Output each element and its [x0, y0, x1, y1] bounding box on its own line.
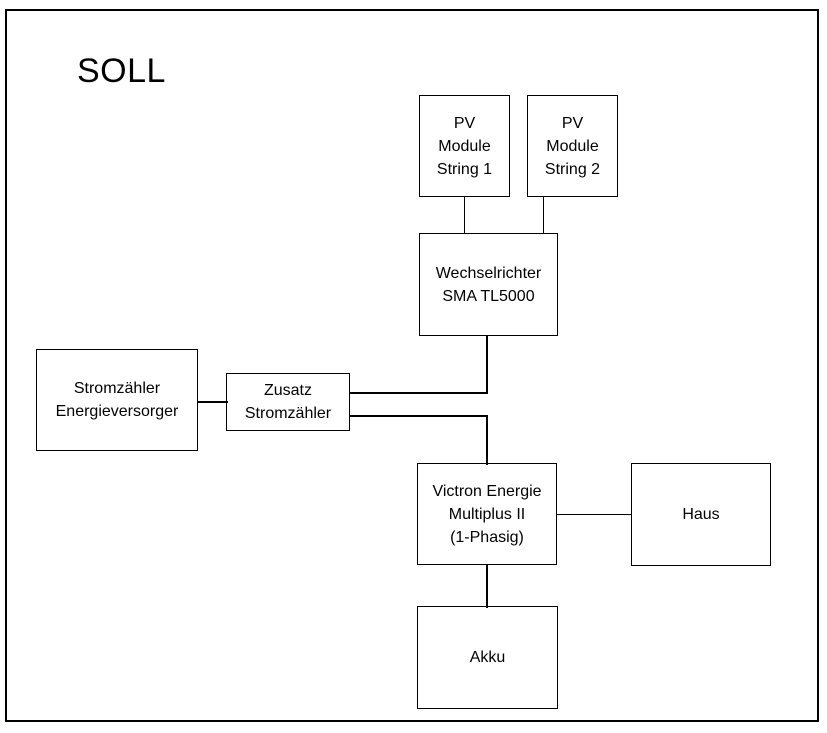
diagram-title: SOLL [77, 52, 166, 90]
node-stromzaehler-energieversorger-label: Stromzähler Energieversorger [55, 380, 179, 420]
node-wechselrichter: Wechselrichter SMA TL5000 [419, 233, 558, 336]
node-pv-module-string-1-label: PV Module String 1 [436, 114, 493, 178]
connector-pv-string-2-to-wechselrichter [542, 197, 544, 234]
node-haus-label: Haus [682, 506, 720, 523]
node-zusatz-stromzaehler-label: Zusatz Stromzähler [244, 382, 332, 422]
node-pv-module-string-2-label: PV Module String 2 [544, 114, 601, 178]
connector-pv-string-1-to-wechselrichter [463, 197, 465, 234]
node-victron-multiplus: Victron Energie Multiplus II (1-Phasig) [417, 463, 557, 565]
connector-victron-to-haus [556, 513, 632, 515]
node-stromzaehler-energieversorger: Stromzähler Energieversorger [36, 349, 198, 451]
connector-zusatz-stromzaehler-to-victron [350, 415, 488, 417]
node-pv-module-string-1: PV Module String 1 [419, 95, 510, 197]
node-zusatz-stromzaehler: Zusatz Stromzähler [226, 373, 350, 431]
connector-wechselrichter-drop-line [486, 335, 488, 394]
connector-victron-to-akku [486, 564, 488, 608]
node-wechselrichter-label: Wechselrichter SMA TL5000 [435, 264, 542, 305]
connector-victron-rise-line [486, 415, 488, 465]
node-akku: Akku [417, 606, 558, 709]
connector-zusatz-stromzaehler-to-wechselrichter [350, 392, 488, 394]
node-haus: Haus [631, 463, 771, 566]
node-pv-module-string-2: PV Module String 2 [527, 95, 618, 197]
connector-stromzaehler-to-zusatz-stromzaehler [198, 401, 228, 403]
node-akku-label: Akku [469, 649, 506, 666]
node-victron-multiplus-label: Victron Energie Multiplus II (1-Phasig) [432, 482, 542, 546]
